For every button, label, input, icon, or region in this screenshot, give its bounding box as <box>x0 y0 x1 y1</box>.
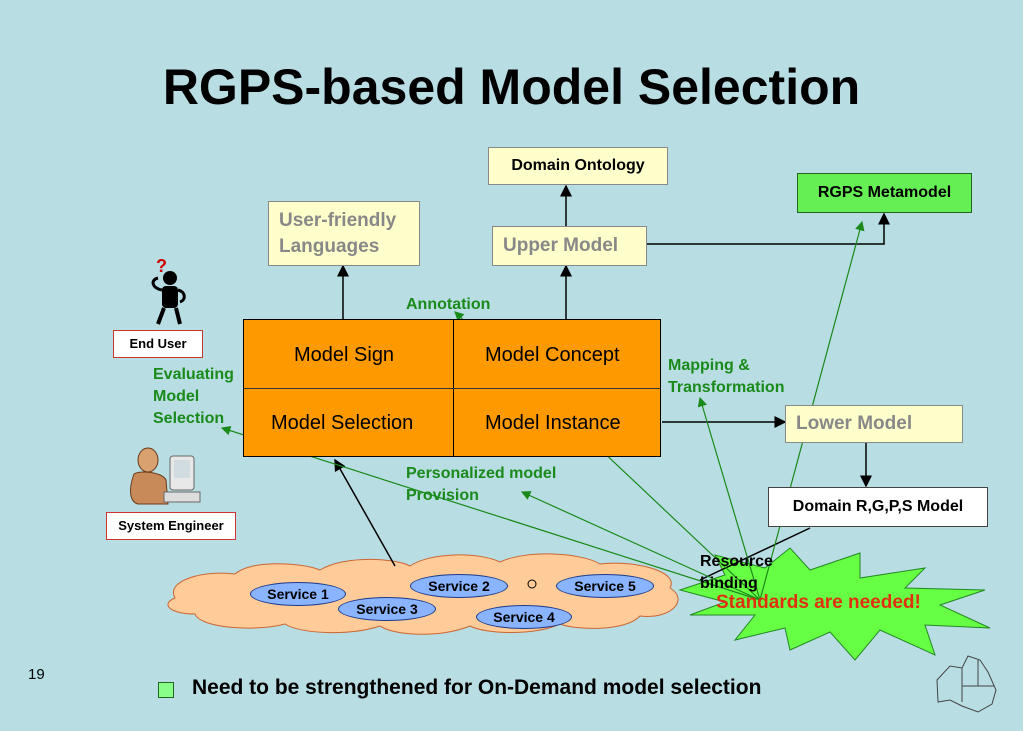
rgps-metamodel-box: RGPS Metamodel <box>797 173 972 213</box>
evaluating-model-selection-label: Evaluating Model Selection <box>153 364 234 430</box>
model-instance-label: Model Instance <box>485 412 621 434</box>
annotation-label: Annotation <box>406 296 491 313</box>
model-selection-label: Model Selection <box>271 412 414 434</box>
service-2: Service 2 <box>410 574 508 598</box>
mapping-line2: Transformation <box>668 379 785 396</box>
domain-ontology-box: Domain Ontology <box>488 147 668 185</box>
system-engineer-label: System Engineer <box>106 512 236 540</box>
connector-lines <box>334 184 890 581</box>
resource-line1: Resource <box>700 553 773 570</box>
personalized-line2: Provision <box>406 487 479 504</box>
page-title: RGPS-based Model Selection <box>162 59 861 115</box>
slide-number: 19 <box>28 666 45 683</box>
engineer-at-computer-icon <box>118 440 208 508</box>
australia-map-icon <box>936 655 997 713</box>
mapping-transformation-label: Mapping & Transformation <box>668 355 784 399</box>
model-block-horizontal-divider <box>244 388 660 389</box>
user-friendly-line2: Languages <box>279 236 380 257</box>
evaluating-line2: Model <box>153 388 200 405</box>
svg-text:?: ? <box>156 256 167 276</box>
bullet-text: Need to be strengthened for On-Demand mo… <box>192 676 762 699</box>
standards-needed-label: Standards are needed! <box>716 592 921 613</box>
lower-model-box: Lower Model <box>785 405 963 443</box>
evaluating-line3: Selection <box>153 410 225 427</box>
bullet-square-icon <box>158 682 174 698</box>
resource-binding-label: Resource binding <box>700 551 773 595</box>
model-concept-label: Model Concept <box>485 344 620 366</box>
domain-rgps-model-label: Domain R,G,P,S Model <box>792 498 964 515</box>
lower-model-label: Lower Model <box>796 413 913 434</box>
end-user-label: End User <box>113 330 203 358</box>
user-friendly-languages-box: User-friendly Languages <box>268 201 420 266</box>
service-4: Service 4 <box>476 605 572 629</box>
personalized-line1: Personalized model <box>406 465 557 482</box>
service-5: Service 5 <box>556 574 654 598</box>
personalized-provision-label: Personalized model Provision <box>406 463 556 507</box>
service-1: Service 1 <box>250 582 346 606</box>
resource-line2: binding <box>700 575 758 592</box>
domain-rgps-model-box: Domain R,G,P,S Model <box>768 487 988 527</box>
mapping-line1: Mapping & <box>668 357 750 374</box>
upper-model-label: Upper Model <box>503 235 619 256</box>
model-block: Model Sign Model Concept Model Selection… <box>243 319 661 457</box>
service-3: Service 3 <box>338 597 436 621</box>
rgps-metamodel-label: RGPS Metamodel <box>817 184 952 201</box>
model-sign-label: Model Sign <box>294 344 395 366</box>
upper-model-box: Upper Model <box>492 226 647 266</box>
standards-starburst <box>678 547 991 661</box>
confused-person-icon: ? <box>140 252 190 327</box>
evaluating-line1: Evaluating <box>153 366 234 383</box>
domain-ontology-label: Domain Ontology <box>511 157 645 174</box>
user-friendly-line1: User-friendly <box>279 210 397 231</box>
